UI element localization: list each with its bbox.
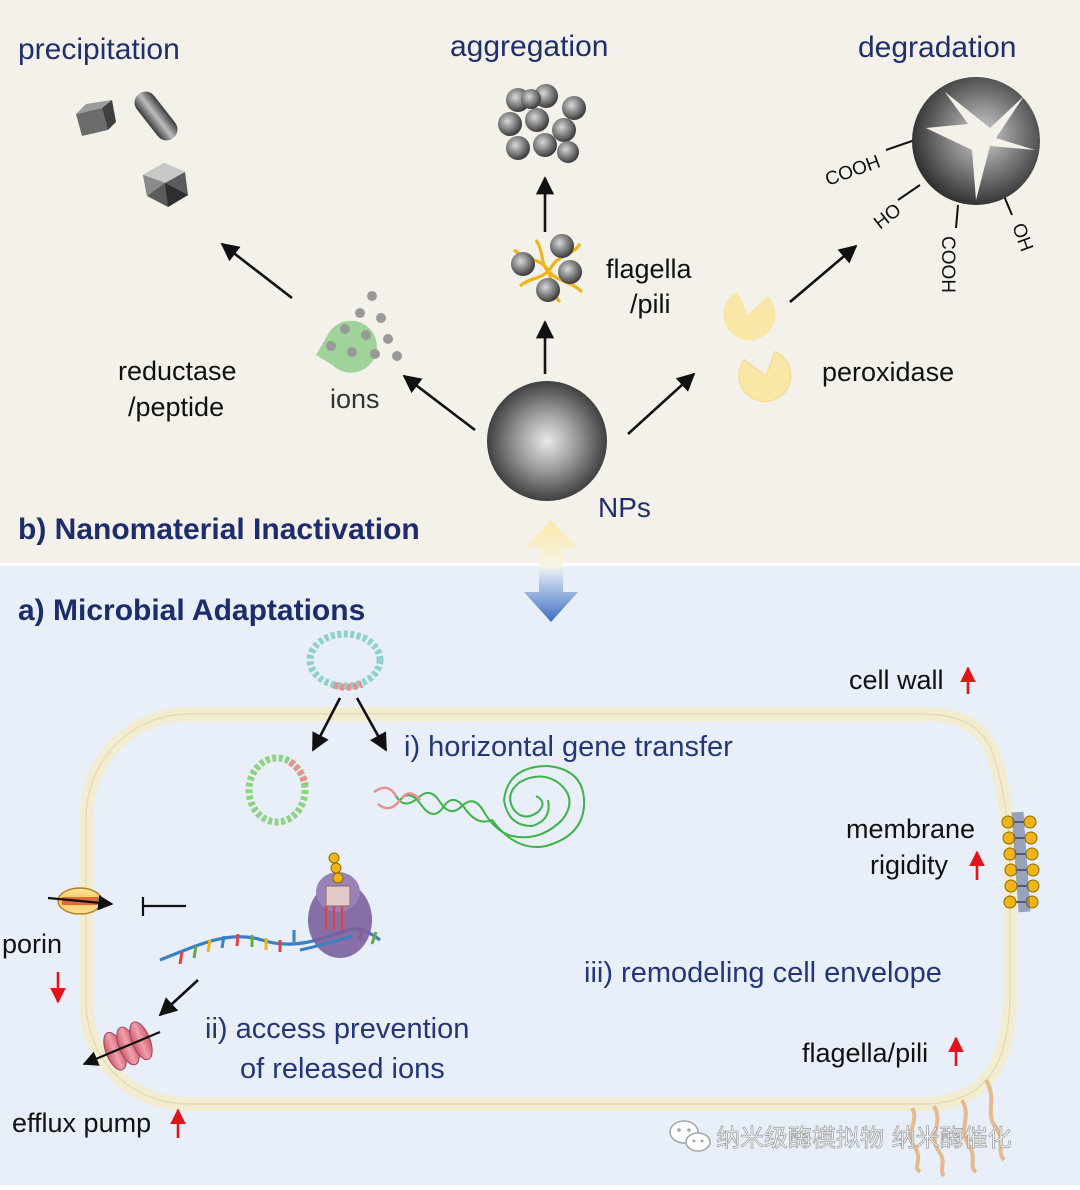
nps-label: NPs: [598, 492, 651, 523]
flagella-bound-particles-icon: [511, 234, 584, 304]
aggregate-cluster-icon: [498, 84, 586, 163]
flagella-icon: [908, 1078, 1006, 1178]
access-label-1: ii) access prevention: [205, 1013, 469, 1045]
porin-inhibition-mark: [141, 897, 186, 916]
panel-a: a) Microbial Adaptations i) horizontal g…: [2, 594, 1040, 1178]
hgt-label: i) horizontal gene transfer: [404, 731, 733, 763]
panel-b-title: b) Nanomaterial Inactivation: [18, 513, 420, 546]
arrow-plasmid-integration: [355, 697, 388, 752]
rigidity-label: rigidity: [870, 850, 949, 880]
remodeling-label: iii) remodeling cell envelope: [584, 957, 942, 989]
plasmid-outside-icon: [306, 630, 384, 691]
peptide-label: /peptide: [128, 392, 224, 422]
peroxidase-enzyme-icon-1: [723, 291, 776, 341]
flagella-label: flagella: [606, 254, 693, 284]
porin-label: porin: [2, 929, 62, 959]
aggregation-label: aggregation: [450, 30, 608, 63]
chromosome-dna-icon: [373, 764, 586, 848]
pili-label: /pili: [630, 289, 671, 319]
plasmid-inside-icon: [245, 754, 309, 826]
ions-label: ions: [330, 384, 380, 414]
precipitate-polyhedron-icon: [143, 163, 188, 207]
wechat-icon: [669, 1120, 711, 1152]
watermark: 纳米级酶模拟物 纳米酶催化: [669, 1120, 1012, 1152]
interaction-double-arrow: [524, 520, 578, 622]
precipitate-cube-icon: [76, 100, 116, 136]
arrow-to-degradation: [789, 244, 858, 303]
cell-wall-outline: [85, 713, 1011, 1105]
released-ions-icon: [326, 291, 402, 361]
panel-b: precipitation aggregation degradation: [18, 30, 1040, 546]
flagella-pili-label: flagella/pili: [802, 1038, 928, 1068]
precipitation-label: precipitation: [18, 33, 180, 66]
arrow-to-efflux: [158, 979, 199, 1017]
lipid-bilayer-icon: [1001, 811, 1040, 913]
reductase-label: reductase: [118, 356, 237, 386]
nanoparticle-icon: [487, 381, 607, 501]
efflux-pump-label: efflux pump: [12, 1108, 151, 1138]
degraded-nanoparticle-icon: [885, 77, 1040, 229]
efflux-direction-arrow: [82, 1030, 161, 1066]
mrna-ribosome-icon: [159, 852, 381, 965]
arrow-plasmid-transfer: [311, 697, 342, 752]
panel-a-title: a) Microbial Adaptations: [18, 594, 365, 627]
arrow-to-peroxidase: [627, 372, 696, 435]
membrane-label: membrane: [846, 814, 975, 844]
peroxidase-enzyme-icon-2: [738, 350, 792, 403]
peroxidase-label: peroxidase: [822, 357, 954, 387]
degradation-label: degradation: [858, 31, 1016, 64]
porin-icon: [47, 887, 114, 915]
cooh-label-2: COOH: [937, 236, 958, 293]
cell-wall-label: cell wall: [849, 665, 944, 695]
access-label-2: of released ions: [240, 1053, 445, 1085]
watermark-text: 纳米级酶模拟物 纳米酶催化: [716, 1124, 1012, 1152]
precipitate-rod-icon: [134, 91, 178, 141]
arrow-to-precipitation: [220, 242, 293, 300]
arrow-to-ions: [402, 374, 476, 432]
